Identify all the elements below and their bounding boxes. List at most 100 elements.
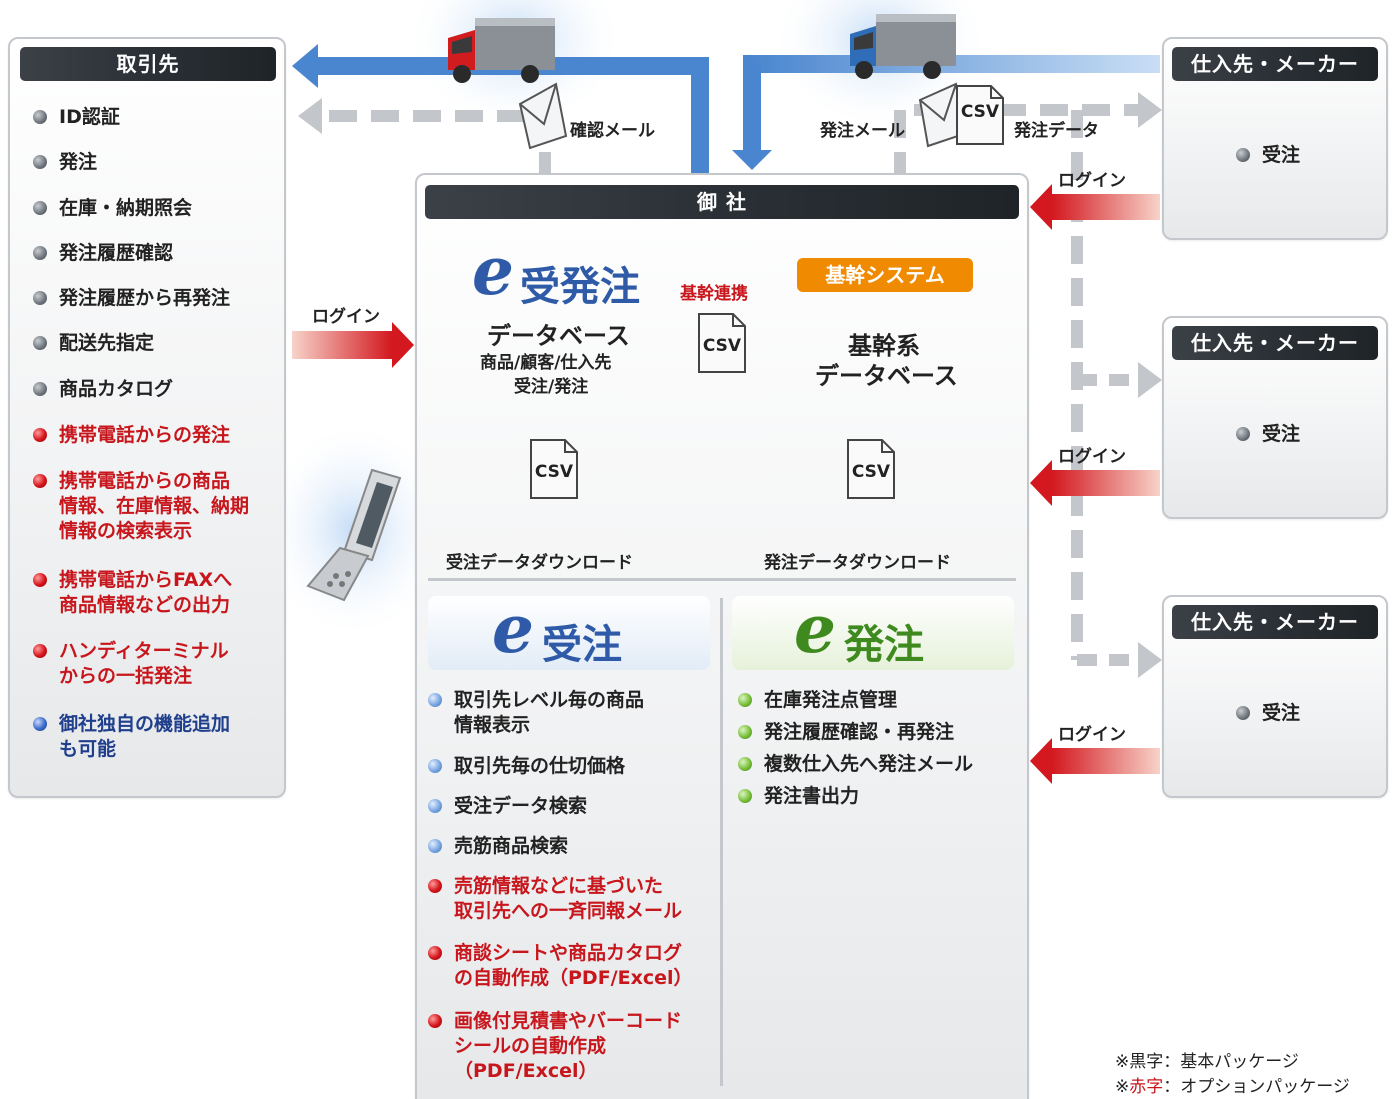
receive-download-label: 受注データダウンロード: [446, 553, 633, 573]
feature-line: 取引先への一斉同報メール: [454, 900, 683, 922]
feature-line: 情報、在庫情報、納期: [59, 495, 250, 517]
feature-line: の自動作成（PDF/Excel）: [454, 967, 693, 989]
feature-line: ID認証: [59, 106, 120, 128]
feature-item: ID認証: [33, 105, 278, 130]
feature-line: 取引先レベル毎の商品: [454, 689, 645, 711]
bullet-dot: [428, 946, 442, 960]
csv-document-icon: CSV: [529, 438, 579, 500]
feature-line: 発注履歴確認・再発注: [764, 721, 955, 743]
kikan-system-tag: 基幹システム: [797, 258, 973, 292]
order-download-label: 発注データダウンロード: [764, 553, 951, 573]
feature-item: 取引先レベル毎の商品情報表示: [428, 688, 718, 738]
feature-line: 情報の検索表示: [59, 520, 193, 542]
client-panel-title: 取引先: [20, 47, 276, 81]
feature-item: 売筋商品検索: [428, 834, 718, 859]
legend-option: ※赤字：オプションパッケージ: [1115, 1077, 1350, 1097]
feature-item: 携帯電話からFAXへ商品情報などの出力: [33, 568, 278, 618]
bullet-dot: [428, 839, 442, 853]
kikan-renkei-label: 基幹連携: [680, 284, 748, 304]
feature-item: 携帯電話からの商品情報、在庫情報、納期情報の検索表示: [33, 469, 278, 544]
feature-line: 発注履歴から再発注: [59, 287, 231, 309]
feature-line: からの一括発注: [59, 665, 193, 687]
feature-item: 配送先指定: [33, 331, 278, 356]
bullet-dot: [33, 474, 47, 488]
supplier-panel-title: 仕入先・メーカー: [1172, 605, 1378, 639]
supplier-panel-3: 仕入先・メーカー 受注: [1162, 595, 1388, 798]
bullet-dot: [33, 201, 47, 215]
feature-item: 発注履歴確認・再発注: [738, 720, 1018, 745]
feature-item: 発注履歴確認: [33, 241, 278, 266]
login-label-supplier-1: ログイン: [1058, 171, 1126, 191]
bullet-dot: [428, 693, 442, 707]
supplier-item: 受注: [1236, 701, 1300, 726]
bullet-dot: [428, 759, 442, 773]
supplier-panel-1: 仕入先・メーカー 受注: [1162, 37, 1388, 240]
kikan-line1: 基幹系: [848, 332, 920, 360]
confirm-mail-label: 確認メール: [570, 121, 655, 141]
company-panel-title: 御 社: [425, 185, 1019, 219]
feature-item: 受注データ検索: [428, 794, 718, 819]
supplier-panel-title: 仕入先・メーカー: [1172, 47, 1378, 81]
bullet-dot: [33, 382, 47, 396]
mail-icon: [518, 82, 568, 150]
e-juchu-banner: e 受注: [428, 590, 710, 670]
feature-line: 在庫・納期照会: [59, 197, 193, 219]
bullet-dot: [738, 725, 752, 739]
mobile-phone-icon: [306, 468, 402, 602]
order-mail-label: 発注メール: [820, 121, 905, 141]
feature-item: 複数仕入先へ発注メール: [738, 752, 1018, 777]
feature-item: 携帯電話からの発注: [33, 423, 278, 448]
e-logo-kanji: 受発注: [520, 263, 640, 310]
feature-item: 在庫・納期照会: [33, 196, 278, 221]
login-label-supplier-3: ログイン: [1058, 725, 1126, 745]
feature-line: 情報表示: [454, 714, 531, 736]
feature-item: 取引先毎の仕切価格: [428, 754, 718, 779]
edb-title: データベース: [487, 322, 630, 350]
feature-line: 取引先毎の仕切価格: [454, 755, 626, 777]
mail-icon: [918, 82, 966, 148]
bullet-dot: [428, 879, 442, 893]
bullet-dot: [738, 789, 752, 803]
feature-line: 複数仕入先へ発注メール: [764, 753, 974, 775]
bullet-dot: [33, 644, 47, 658]
feature-line: 在庫発注点管理: [764, 689, 898, 711]
feature-line: （PDF/Excel）: [454, 1060, 598, 1082]
login-label-supplier-2: ログイン: [1058, 447, 1126, 467]
supplier-item: 受注: [1236, 143, 1300, 168]
feature-line: 受注データ検索: [454, 795, 588, 817]
feature-line: 御社独自の機能追加: [59, 713, 231, 735]
feature-item: 御社独自の機能追加も可能: [33, 712, 278, 762]
supplier-panel-title: 仕入先・メーカー: [1172, 326, 1378, 360]
feature-line: 商談シートや商品カタログ: [454, 942, 683, 964]
truck-blue-icon: [850, 14, 956, 79]
supplier-item: 受注: [1236, 422, 1300, 447]
feature-item: 在庫発注点管理: [738, 688, 1018, 713]
feature-line: 配送先指定: [59, 332, 155, 354]
feature-line: 商品情報などの出力: [59, 594, 231, 616]
legend-basic: ※黒字：基本パッケージ: [1115, 1052, 1299, 1072]
client-panel: 取引先: [8, 37, 286, 798]
order-data-label: 発注データ: [1014, 121, 1099, 141]
kikan-line2: データベース: [815, 362, 958, 390]
feature-line: ハンディターミナル: [59, 640, 229, 662]
feature-item: 発注履歴から再発注: [33, 286, 278, 311]
login-label-client: ログイン: [312, 307, 380, 327]
feature-line: 発注: [59, 151, 98, 173]
column-divider: [720, 598, 723, 1086]
bullet-dot: [33, 428, 47, 442]
e-logo-letter: e: [472, 232, 514, 310]
bullet-dot: [428, 1014, 442, 1028]
e-hatchu-banner: e 発注: [732, 590, 1014, 670]
bullet-dot: [738, 693, 752, 707]
feature-item: 商談シートや商品カタログの自動作成（PDF/Excel）: [428, 941, 718, 991]
e-juhatchu-logo: e 受発注: [470, 232, 650, 314]
section-divider: [428, 578, 1016, 581]
truck-red-icon: [448, 18, 555, 83]
feature-line: 画像付見積書やバーコード: [454, 1010, 683, 1032]
supplier-panel-2: 仕入先・メーカー 受注: [1162, 316, 1388, 519]
edb-line2: 受注/発注: [514, 377, 589, 397]
feature-item: 発注: [33, 150, 278, 175]
feature-item: 商品カタログ: [33, 377, 278, 402]
bullet-dot: [738, 757, 752, 771]
feature-line: も可能: [59, 738, 117, 760]
